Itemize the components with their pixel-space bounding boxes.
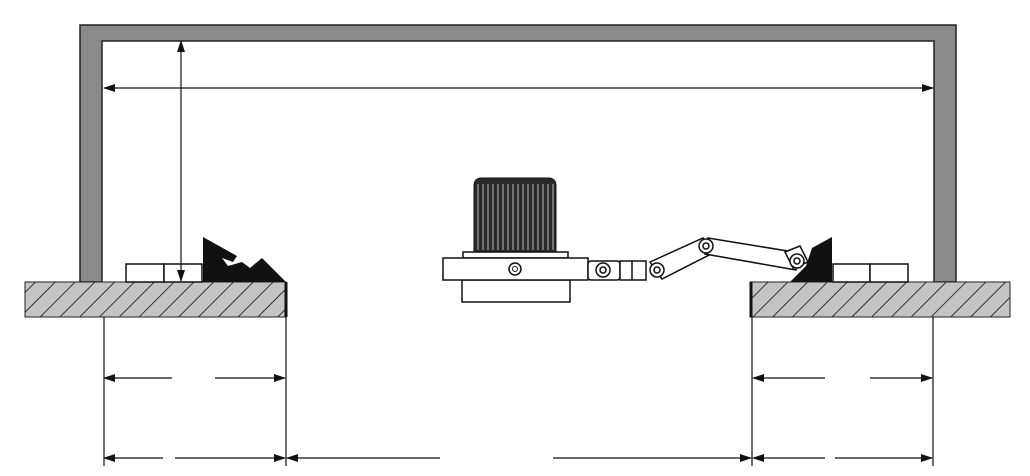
gate-opener-motor-icon [442, 177, 589, 303]
floor-slab-left [24, 281, 288, 318]
ramp-stop-icon [203, 237, 832, 282]
tiles-left [125, 263, 203, 283]
floor-slab-right [749, 281, 1011, 318]
dimension-lines [103, 40, 934, 466]
articulated-arm-icon [587, 237, 810, 281]
tiles-right [832, 263, 909, 283]
